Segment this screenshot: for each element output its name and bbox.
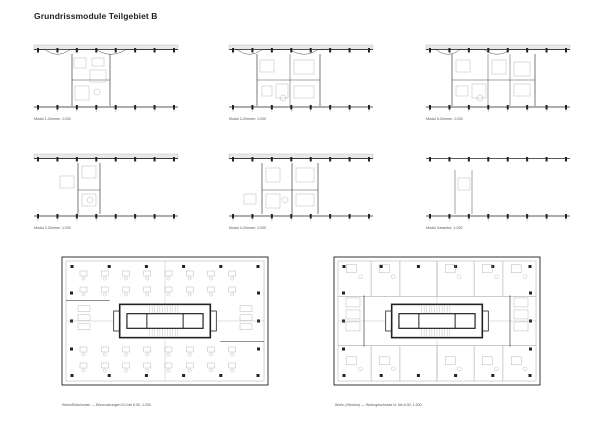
module-modul-1-zimmer [33,44,179,112]
module-modul-5-zimmer [425,44,571,112]
module-modul-3-zimmer [228,44,374,112]
module-caption-5: Modul 4-Zimmer, 1:200 [229,226,266,230]
plan-residential-floor [333,256,541,386]
plan-office-floor [61,256,269,386]
module-caption-6: Modul Gewerbe, 1:200 [426,226,463,230]
module-modul-2-zimmer [33,153,179,221]
module-caption-4: Modul 2-Zimmer, 1:200 [34,226,71,230]
plan-caption-office: Wohn/Büro/sonst. — Büronutzungen 5.0 bis… [62,403,152,407]
module-caption-2: Modul 3-Zimmer, 1:200 [229,117,266,121]
module-modul-4-zimmer [228,153,374,221]
module-caption-3: Modul 5-Zimmer, 1:200 [426,117,463,121]
plan-caption-residential: Wohn (Struktur) — Wohngeschosse N. bis 6… [335,403,422,407]
module-caption-1: Modul 1-Zimmer, 1:200 [34,117,71,121]
module-modul-gewerbe [426,157,570,221]
page-title: Grundrissmodule Teilgebiet B [34,11,158,21]
